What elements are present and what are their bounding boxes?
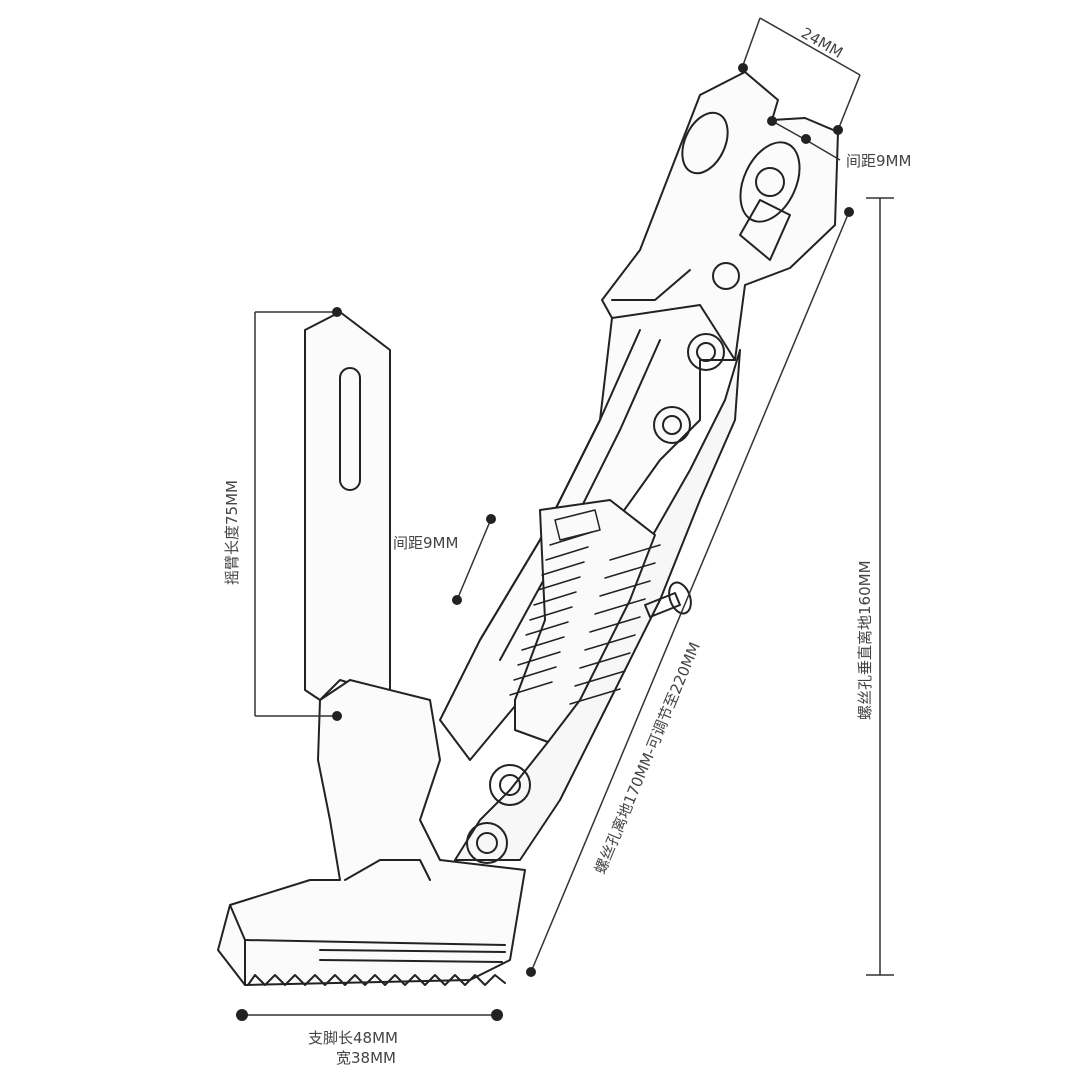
foot-length-label: 支脚长48MM bbox=[308, 1029, 398, 1047]
foot-width-label: 宽38MM bbox=[336, 1049, 396, 1067]
arm-length-label: 摇臂长度75MM bbox=[223, 480, 241, 585]
kickstand-drawing bbox=[217, 71, 839, 986]
mid-gap-label: 间距9MM bbox=[393, 534, 458, 552]
adjust-height-dimension bbox=[526, 207, 854, 977]
dimension-lines bbox=[236, 17, 894, 1021]
main-leg bbox=[439, 304, 741, 861]
foot-pad bbox=[217, 679, 526, 986]
top-width-dimension bbox=[738, 17, 861, 135]
mid-gap-dimension bbox=[452, 514, 496, 605]
top-gap-label: 间距9MM bbox=[846, 152, 911, 170]
vertical-height-label: 螺丝孔垂直离地160MM bbox=[856, 560, 874, 720]
top-clevis-bracket bbox=[601, 71, 839, 361]
top-width-label: 24MM bbox=[798, 24, 846, 62]
vertical-height-dimension bbox=[866, 197, 894, 976]
top-gap-dimension bbox=[767, 116, 841, 161]
arm-length-dimension bbox=[254, 307, 342, 721]
foot-length-dimension bbox=[236, 1009, 503, 1021]
swing-arm bbox=[304, 311, 406, 701]
ribbed-adjust-slot bbox=[509, 509, 661, 705]
